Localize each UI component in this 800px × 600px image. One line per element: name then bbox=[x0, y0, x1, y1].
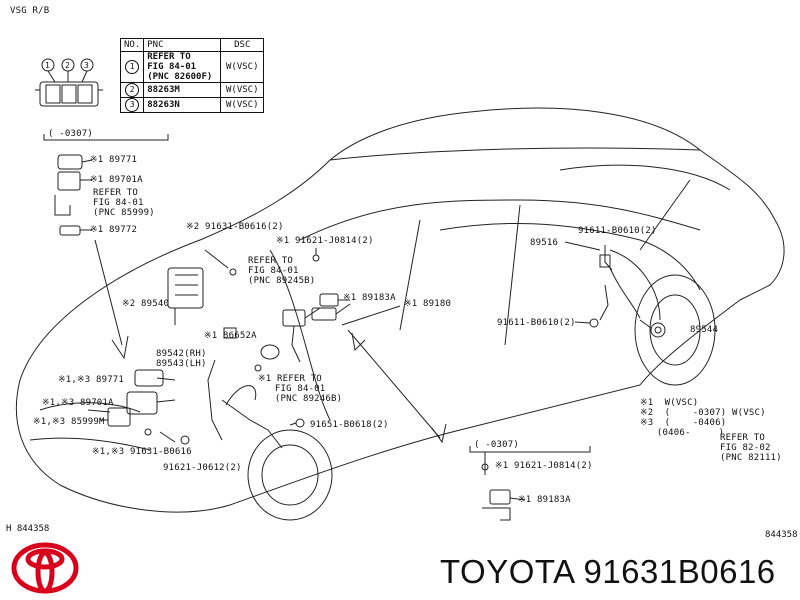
table-row: 3 88263N W(VSC) bbox=[119, 97, 265, 113]
connector-label-1: 1 bbox=[45, 61, 51, 70]
yaw-sensor-icon bbox=[282, 307, 321, 363]
table-header-row: NO. PNC DSC bbox=[119, 38, 265, 52]
part-89180: ※1 89180 bbox=[404, 299, 452, 309]
refer-85999: REFER TO FIG 84-01 (PNC 85999) bbox=[93, 188, 155, 218]
refer-89245b: REFER TO FIG 84-01 (PNC 89245B) bbox=[248, 256, 316, 286]
part-89542-rh: 89542(RH) bbox=[156, 349, 207, 359]
bolt-91631-b0616-bottom: ※1,※3 91631-B0616 bbox=[92, 447, 192, 457]
bolt-91621-j0612: 91621-J0612(2) bbox=[163, 463, 242, 473]
part-89771-top: ※1 89771 bbox=[90, 155, 138, 165]
row-pnc: REFER TO FIG 84-01 (PNC 82600F) bbox=[143, 51, 222, 83]
part-89543-lh: 89543(LH) bbox=[156, 359, 207, 369]
rear-wheel-sensor-icon bbox=[589, 245, 666, 338]
part-86652a: ※1 86652A bbox=[204, 331, 257, 341]
header-dsc: DSC bbox=[220, 38, 265, 52]
steering-sensor-icon bbox=[311, 293, 351, 321]
table-row: 1 REFER TO FIG 84-01 (PNC 82600F) W(VSC) bbox=[119, 51, 265, 83]
range-label-top: ( -0307) bbox=[48, 129, 93, 139]
connector-label-3: 3 bbox=[84, 61, 90, 70]
bolt-91611-b0610-mid: 91611-B0610(2) bbox=[497, 318, 576, 328]
range-label-bottom: ( -0307) bbox=[474, 440, 519, 450]
part-89701a-bottom: ※1,※3 89701A bbox=[42, 398, 114, 408]
bolt-91621-j0814-top: ※1 91621-J0814(2) bbox=[276, 236, 374, 246]
row-pnc: 88263N bbox=[143, 97, 222, 113]
row-number: 3 bbox=[125, 98, 140, 112]
part-89516: 89516 bbox=[530, 238, 559, 248]
car-body-outline bbox=[15, 107, 785, 521]
header-tag: VSG R/B bbox=[10, 6, 50, 16]
row-number: 2 bbox=[125, 83, 140, 97]
bolt-91611-b0610-top: 91611-B0610(2) bbox=[578, 226, 657, 236]
part-89701a-top: ※1 89701A bbox=[90, 175, 143, 185]
bolt-91621-j0814-bottom: ※1 91621-J0814(2) bbox=[495, 461, 593, 471]
sensor-stack-icon bbox=[54, 154, 93, 236]
part-89544: 89544 bbox=[690, 325, 719, 335]
part-85999m: ※1,※3 85999M bbox=[33, 417, 105, 427]
part-number-title: TOYOTA 91631B0616 bbox=[440, 553, 776, 590]
row-dsc: W(VSC) bbox=[220, 82, 265, 98]
diagram-code-left: H 844358 bbox=[6, 524, 50, 534]
header-no: NO. bbox=[119, 38, 145, 52]
bolt-91651-b0618: 91651-B0618(2) bbox=[310, 420, 389, 430]
relay-block-icon bbox=[35, 58, 103, 107]
bracket-sensor-icon bbox=[482, 489, 526, 521]
header-pnc: PNC bbox=[143, 38, 222, 52]
connector-label-2: 2 bbox=[65, 61, 71, 70]
part-89540: ※2 89540 bbox=[122, 299, 170, 309]
row-dsc: W(VSC) bbox=[220, 97, 265, 113]
part-89772: ※1 89772 bbox=[90, 225, 138, 235]
front-sensor-stack-icon bbox=[107, 369, 176, 436]
part-89771-bottom: ※1,※3 89771 bbox=[58, 375, 125, 385]
diagram-code-right: 844358 bbox=[765, 530, 798, 540]
part-89183a-bottom: ※1 89183A bbox=[518, 495, 571, 505]
row-pnc: 88263M bbox=[143, 82, 222, 98]
parts-table: NO. PNC DSC 1 REFER TO FIG 84-01 (PNC 82… bbox=[119, 38, 265, 113]
table-row: 2 88263M W(VSC) bbox=[119, 82, 265, 98]
ecu-module-icon bbox=[167, 267, 204, 325]
part-89183a-top: ※1 89183A bbox=[343, 293, 396, 303]
refer-82111: REFER TO FIG 82-02 (PNC 82111) bbox=[720, 433, 782, 463]
row-dsc: W(VSC) bbox=[220, 51, 265, 83]
footnotes: ※1 W(VSC) ※2 ( -0307) W(VSC) ※3 ( -0406)… bbox=[640, 398, 766, 438]
bolt-91631-b0616-top: ※2 91631-B0616(2) bbox=[186, 222, 284, 232]
toyota-logo-icon bbox=[11, 542, 79, 594]
refer-89246b: ※1 REFER TO FIG 84-01 (PNC 89246B) bbox=[258, 374, 343, 404]
row-number: 1 bbox=[125, 60, 140, 74]
